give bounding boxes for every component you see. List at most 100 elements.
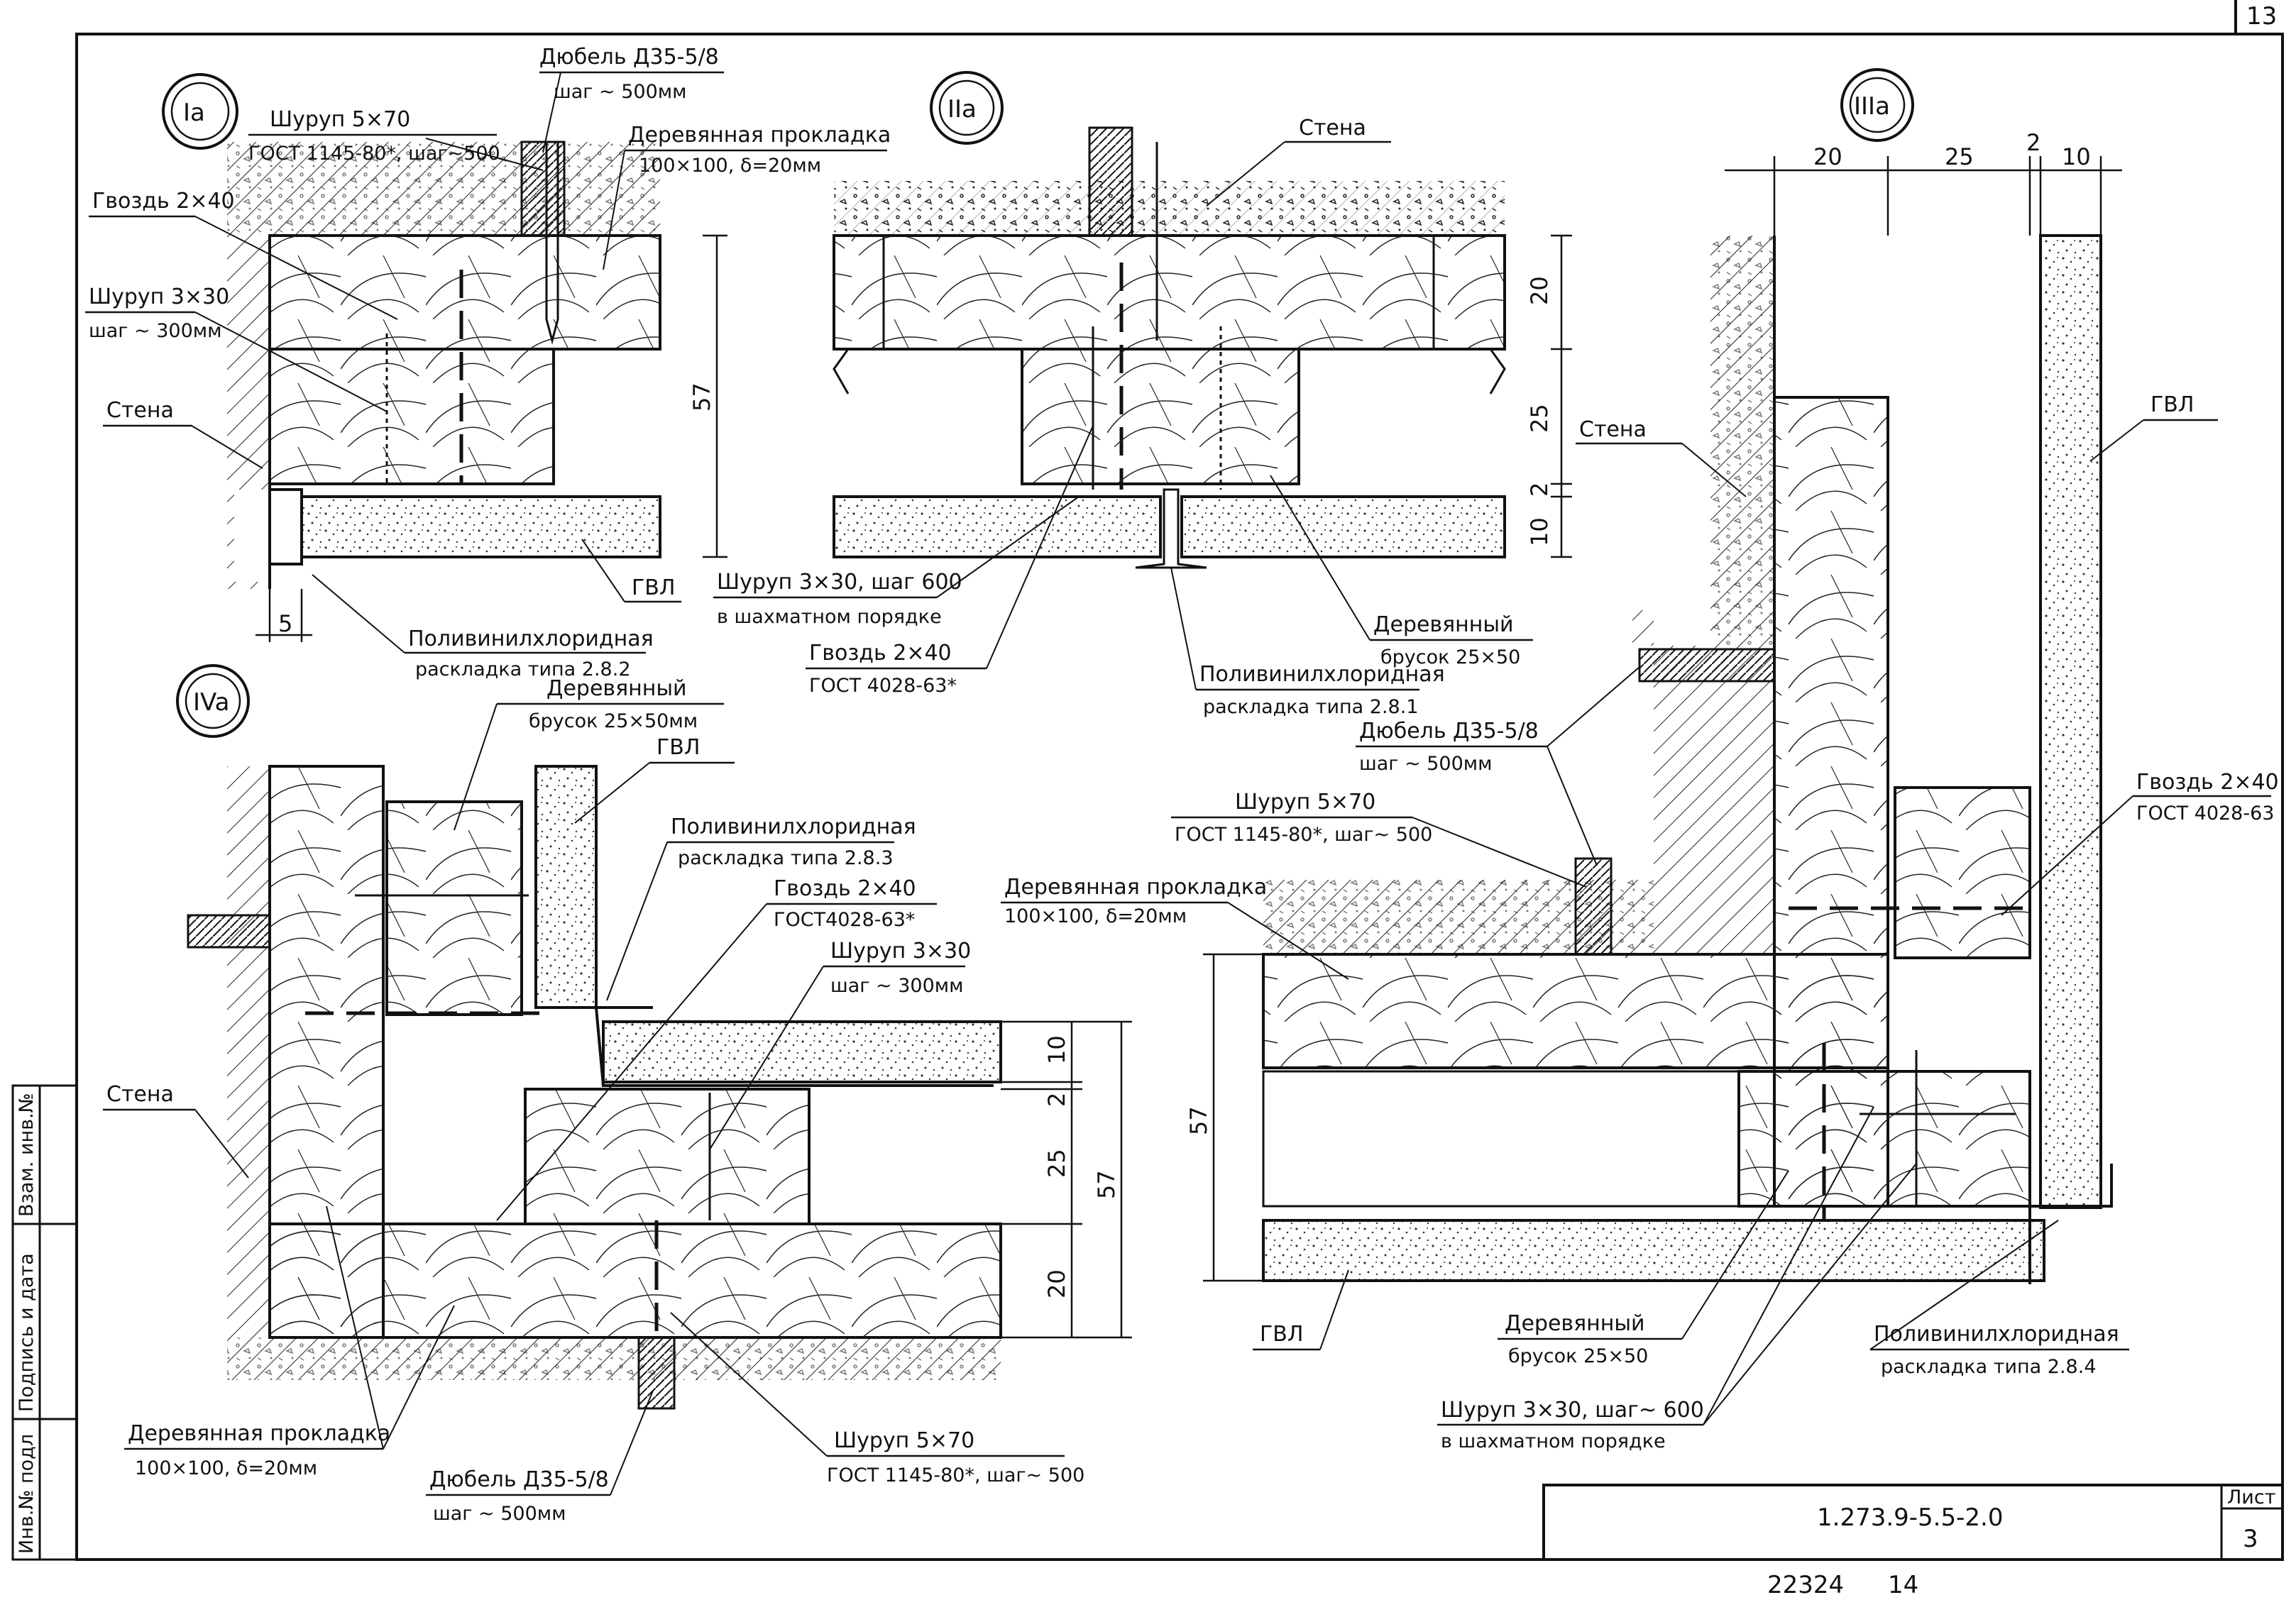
wooden-bar-iiia-lower <box>1737 1070 2031 1208</box>
title-block: 1.273.9-5.5-2.0 Лист 3 <box>1542 1484 2284 1561</box>
wooden-pad-iiia-horizontal <box>1262 953 1889 1069</box>
label-nail-ia: Гвоздь 2×40 <box>92 189 235 214</box>
dim-d1-iia: 20 <box>1526 276 1553 305</box>
detail-marker-ia-outer <box>162 73 238 150</box>
detail-ia: Ia 57 5 Дюбель Д35-5/8 шаг ~ 500мм Шуруп <box>85 45 891 680</box>
label-bar-size-iva: брусок 25×50мм <box>529 710 698 732</box>
detail-marker-iva-inner <box>185 673 241 729</box>
dim-d3-iia: 2 <box>1526 482 1553 497</box>
detail-marker-iiia-outer <box>1840 68 1914 142</box>
dowel-iva-vertical <box>187 914 271 949</box>
label-screw-a-ia: Шуруп 5×70 <box>270 107 410 132</box>
dim-d4-iva: 20 <box>1043 1269 1070 1298</box>
dim-offset-ia: 5 <box>278 610 292 637</box>
label-bar-iva: Деревянный <box>546 676 687 701</box>
dim-d4-iiia: 10 <box>2062 143 2091 170</box>
wooden-bar-iia <box>1021 348 1300 485</box>
label-screw-a-iva: Шуруп 5×70 <box>834 1428 974 1453</box>
label-screw-iiia: Шуруп 5×70 <box>1235 790 1375 815</box>
label-pvc-iia: Поливинилхлоридная <box>1199 662 1445 687</box>
side-label-replace: Взам. инв.№ <box>16 1093 38 1217</box>
label-pad-iiia: Деревянная прокладка <box>1004 875 1267 900</box>
dim-total-iva: 57 <box>1093 1170 1120 1199</box>
label-wall-ia: Стена <box>106 398 174 423</box>
dim-d2-iia: 25 <box>1526 404 1553 433</box>
gvl-sheet-iia-right <box>1180 495 1506 558</box>
pvc-profile-ia <box>268 488 303 565</box>
pvc-profile-iva <box>595 1006 994 1087</box>
detail-marker-ia-inner <box>170 82 230 141</box>
dim-d2-iva: 2 <box>1043 1093 1070 1107</box>
label-screw-b-step-ia: шаг ~ 300мм <box>89 320 222 342</box>
label-gvl-iiia: ГВЛ <box>2151 392 2194 417</box>
label-nail-iiia: Гвоздь 2×40 <box>2136 770 2279 795</box>
label-pad-ia: Деревянная прокладка <box>628 123 891 148</box>
detail-iva: IVa 10 2 25 20 57 Деревянный <box>103 664 1132 1525</box>
dowel-iiia-vertical <box>1638 648 1776 683</box>
label-nail-iia: Гвоздь 2×40 <box>809 641 952 666</box>
detail-marker-ia: Ia <box>183 99 205 127</box>
label-nail-std-iiia: ГОСТ 4028-63 <box>2136 802 2274 824</box>
label-wall-iiia: Стена <box>1579 417 1647 442</box>
label-dowel-iva: Дюбель Д35-5/8 <box>429 1467 609 1492</box>
dim-d3-iva: 25 <box>1043 1149 1070 1178</box>
detail-marker-iiia: IIIa <box>1854 92 1890 121</box>
label-pvc-type-ia: раскладка типа 2.8.2 <box>415 658 631 680</box>
wooden-bar-iva-vertical <box>385 800 523 1016</box>
wooden-bar-iiia-upper <box>1894 786 2031 959</box>
label-pvc-type-iia: раскладка типа 2.8.1 <box>1203 696 1419 718</box>
label-screw-iia: Шуруп 3×30, шаг 600 <box>717 570 962 595</box>
gvl-sheet-iva-horizontal <box>602 1020 1002 1083</box>
label-bar-iiia: Деревянный <box>1505 1311 1645 1336</box>
label-pvc-ia: Поливинилхлоридная <box>408 627 654 651</box>
label-pvc-type-iiia: раскладка типа 2.8.4 <box>1881 1356 2097 1378</box>
label-wall-iva: Стена <box>106 1082 174 1107</box>
gvl-sheet-iiia-horizontal <box>1262 1219 2045 1282</box>
screw-5x70-ia <box>545 142 559 345</box>
label-screw-a-std-iva: ГОСТ 1145-80*, шаг~ 500 <box>827 1464 1084 1486</box>
label-dowel-step-iiia: шаг ~ 500мм <box>1359 753 1493 775</box>
label-screw-small-order-iiia: в шахматном порядке <box>1441 1430 1666 1452</box>
corner-number: 13 <box>2246 2 2277 31</box>
detail-marker-iia-inner <box>938 79 995 136</box>
label-nail-iva: Гвоздь 2×40 <box>774 876 916 901</box>
side-label-sign: Подпись и дата <box>16 1253 38 1412</box>
pvc-profile-iiia <box>2028 1164 2113 1284</box>
label-dowel-ia: Дюбель Д35-5/8 <box>539 45 719 70</box>
label-bar-iia: Деревянный <box>1373 612 1514 637</box>
list-label: Лист <box>2227 1486 2275 1508</box>
label-screw-small-iiia: Шуруп 3×30, шаг~ 600 <box>1441 1398 1704 1423</box>
side-stamp: Инв.№ подл Подпись и дата Взам. инв.№ <box>11 1084 78 1561</box>
side-label-inv: Инв.№ подл <box>16 1434 38 1554</box>
gvl-sheet-iva-vertical <box>534 765 598 1009</box>
doc-code: 1.273.9-5.5-2.0 <box>1817 1503 2003 1532</box>
label-screw-a-std-ia: ГОСТ 1145-80*, шаг~500 <box>248 143 500 165</box>
label-bar-size-iiia: брусок 25×50 <box>1508 1345 1648 1367</box>
label-screw-std-iiia: ГОСТ 1145-80*, шаг~ 500 <box>1175 824 1432 846</box>
detail-marker-iva: IVa <box>193 688 229 717</box>
label-nail-std-iva: ГОСТ4028-63* <box>774 909 915 931</box>
label-dowel-step-iva: шаг ~ 500мм <box>433 1503 566 1525</box>
gvl-sheet-iia-left <box>833 495 1162 558</box>
wooden-pad-iva-horizontal <box>268 1223 1002 1339</box>
label-gvl-ia: ГВЛ <box>632 575 675 600</box>
label-pad-size-iva: 100×100, δ=20мм <box>135 1457 317 1479</box>
dim-d3-iiia: 2 <box>2026 129 2040 156</box>
label-nail-std-iia: ГОСТ 4028-63* <box>809 675 957 697</box>
label-gvl-iva: ГВЛ <box>657 735 700 760</box>
label-gvl-bottom-iiia: ГВЛ <box>1260 1322 1303 1347</box>
label-screw-b-step-iva: шаг ~ 300мм <box>830 975 964 997</box>
label-pad-size-iiia: 100×100, δ=20мм <box>1004 905 1187 927</box>
gvl-sheet-ia <box>300 495 661 558</box>
dowel-iia <box>1088 126 1133 237</box>
bottom-stamp-right: 14 <box>1888 1571 1918 1599</box>
pvc-profile-iia <box>1135 488 1207 569</box>
list-number: 3 <box>2243 1525 2258 1553</box>
detail-iiia: IIIa 20 25 2 10 <box>1001 68 2279 1452</box>
detail-marker-iiia-inner <box>1849 77 1906 133</box>
detail-iia: IIa 20 25 2 10 Стена Шуруп 3×30, ш <box>713 71 1572 718</box>
label-wall-iia: Стена <box>1299 116 1366 140</box>
dim-total-ia: 57 <box>688 382 715 412</box>
dim-d2-iiia: 25 <box>1945 143 1974 170</box>
